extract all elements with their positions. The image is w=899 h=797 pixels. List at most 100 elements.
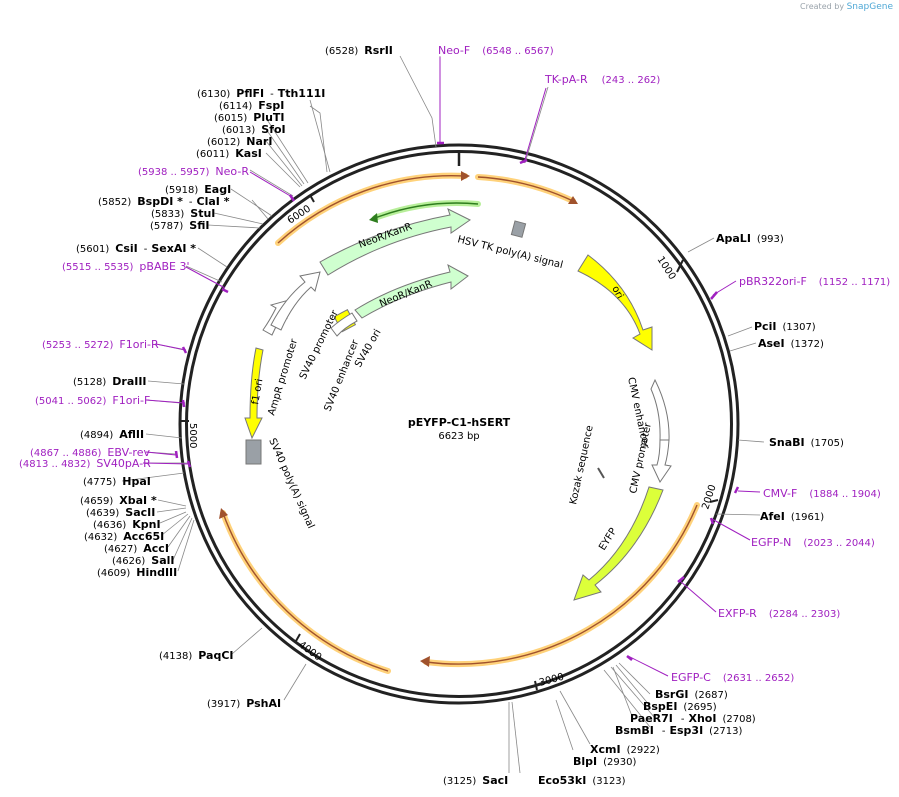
feature-neor-kanr-outer [319, 208, 471, 276]
orf-arc-bottom-left-line [222, 512, 389, 672]
enzyme-sfoi: (6013)SfoI [222, 123, 286, 136]
enzyme-paer7i: PaeR7I-XhoI(2708) [630, 712, 756, 725]
feature-sv40-polya [245, 439, 262, 465]
orf-arrowhead-top-right [568, 196, 578, 204]
enzyme-aflii: (4894)AflII [80, 428, 144, 441]
enzyme-bspei: BspEI(2695) [643, 700, 717, 713]
enzyme-bsmbi: BsmBI-Esp3I(2713) [615, 724, 743, 737]
enzyme-bsrgi: BsrGI(2687) [655, 688, 728, 701]
enzyme-bspdi: (5852)BspDI *-ClaI * [98, 195, 230, 208]
plasmid-size: 6623 bp [438, 431, 479, 442]
primer-exfp-r: EXFP-R(2284 .. 2303) [718, 607, 840, 620]
enzyme-acci: (4627)AccI [104, 542, 169, 555]
features [244, 208, 672, 601]
label-cmv-promoter: CMV promoter [628, 421, 654, 495]
primer-ebv-rev: (4867 .. 4886)EBV-rev [30, 446, 150, 459]
tick-1000 [676, 259, 684, 273]
enzyme-stui: (5833)StuI [151, 207, 215, 220]
feature-kozak [597, 467, 605, 479]
feature-neor-kanr-inner [354, 263, 469, 319]
primer-pbabe3: (5515 .. 5535)pBABE 3' [62, 260, 190, 273]
primer-neo-r: (5938 .. 5957)Neo-R [138, 165, 249, 178]
neo-orf-arrowhead [369, 213, 378, 223]
feature-f1-ori [244, 347, 264, 440]
enzyme-draiii: (5128)DraIII [73, 375, 147, 388]
label-f1-ori: f1 ori [250, 378, 265, 406]
feature-hsv-tk-polya [510, 220, 527, 238]
enzyme-hpai: (4775)HpaI [83, 475, 151, 488]
enzyme-eco53ki: Eco53kI(3123) [538, 774, 626, 787]
primer-f1ori-f: (5041 .. 5062)F1ori-F [35, 394, 150, 407]
orf-arrowhead-top-left [461, 171, 470, 181]
enzyme-blpi: BlpI(2930) [573, 755, 636, 768]
enzyme-labels: (6528)RsrII (6130)PflFI-Tth111I (6114)Fs… [73, 44, 844, 787]
feature-sv40-promoter [270, 271, 321, 331]
tick-label-2000: 2000 [700, 483, 718, 511]
primer-tk-pa-r: TK-pA-R(243 .. 262) [544, 73, 660, 86]
primer-f1ori-r: (5253 .. 5272)F1ori-R [42, 338, 159, 351]
enzyme-sfii: (5787)SfiI [150, 219, 209, 232]
label-ampr-promoter: AmpR promoter [266, 337, 300, 417]
orf-arc-right [423, 502, 700, 668]
feature-cmv-enhancer [650, 378, 670, 441]
primer-sv40pa-r: (4813 .. 4832)SV40pA-R [19, 457, 151, 470]
label-sv40-promoter: SV40 promoter [298, 308, 341, 381]
enzyme-pluti: (6015)PluTI [214, 111, 285, 124]
enzyme-paqci: (4138)PaqCI [159, 649, 234, 662]
label-eyfp: EYFP [597, 526, 619, 552]
primer-lines [142, 57, 761, 677]
enzyme-pshai: (3917)PshAI [207, 697, 281, 710]
enzyme-hindiii: (4609)HindIII [97, 566, 177, 579]
branding-prefix: Created by [800, 2, 845, 11]
tick-6000 [309, 194, 315, 203]
tick-2000 [709, 499, 719, 503]
primer-cmv-f: CMV-F(1884 .. 1904) [763, 487, 881, 500]
orf-arcs [219, 171, 700, 674]
enzyme-xbai: (4659)XbaI * [80, 494, 157, 507]
feature-sv40-ori [330, 312, 358, 337]
plasmid-name: pEYFP-C1-hSERT [408, 416, 511, 429]
enzyme-fspi: (6114)FspI [219, 99, 284, 112]
primer-marks [174, 141, 740, 661]
enzyme-sali: (4626)SalI [112, 554, 174, 567]
label-sv40-enhancer: SV40 enhancer [323, 338, 362, 414]
primer-egfp-n: EGFP-N(2023 .. 2044) [751, 536, 875, 549]
enzyme-saci: (3125)SacI [443, 774, 508, 787]
enzyme-sacii: (4639)SacII [86, 506, 155, 519]
enzyme-afei: AfeI(1961) [760, 510, 824, 523]
enzyme-snabi: SnaBI(1705) [769, 436, 844, 449]
enzyme-pcii: PciI(1307) [754, 320, 816, 333]
label-hsv-tk-polya: HSV TK poly(A) signal [456, 234, 564, 271]
snapgene-logo: SnapGene [846, 2, 893, 12]
backbone-outer-ring [178, 143, 740, 705]
neo-orf-arc-line [374, 202, 479, 219]
enzyme-rsrii: (6528)RsrII [325, 44, 393, 57]
enzyme-kasi: (6011)KasI [196, 147, 262, 160]
primer-egfp-c: EGFP-C(2631 .. 2652) [671, 671, 794, 684]
tick-4000 [295, 633, 301, 642]
enzyme-xcmi: XcmI(2922) [590, 743, 660, 756]
label-sv40-polya: SV40 poly(A) signal [266, 437, 316, 531]
primer-pbr322ori-f: pBR322ori-F(1152 .. 1171) [739, 275, 890, 288]
enzyme-nari: (6012)NarI [207, 135, 272, 148]
ring-ticks: 1000 2000 3000 4000 5000 6000 [181, 194, 719, 691]
backbone-inner-ring [185, 150, 733, 698]
snapgene-branding: Created by SnapGene [800, 2, 893, 12]
tick-label-5000: 5000 [187, 423, 198, 448]
feature-cmv-promoter [651, 439, 672, 484]
primer-labels: Neo-F(6548 .. 6567) TK-pA-R(243 .. 262) … [19, 44, 890, 684]
feature-ori [577, 254, 653, 351]
orf-arc-top-right-line [477, 176, 574, 202]
enzyme-apali: ApaLI(993) [716, 232, 784, 245]
orf-arrowhead-right [420, 656, 430, 667]
enzyme-kpni: (4636)KpnI [93, 518, 161, 531]
feature-eyfp [573, 486, 664, 601]
enzyme-asei: AseI(1372) [758, 337, 824, 350]
primer-neo-f: Neo-F(6548 .. 6567) [438, 44, 554, 57]
orf-arc-right-line [425, 504, 698, 665]
enzyme-pflfi: (6130)PflFI-Tth111I [197, 87, 325, 100]
orf-arc-top-right [475, 174, 576, 204]
tick-3000 [534, 680, 538, 691]
orf-arrowhead-bottom-left [219, 508, 228, 519]
